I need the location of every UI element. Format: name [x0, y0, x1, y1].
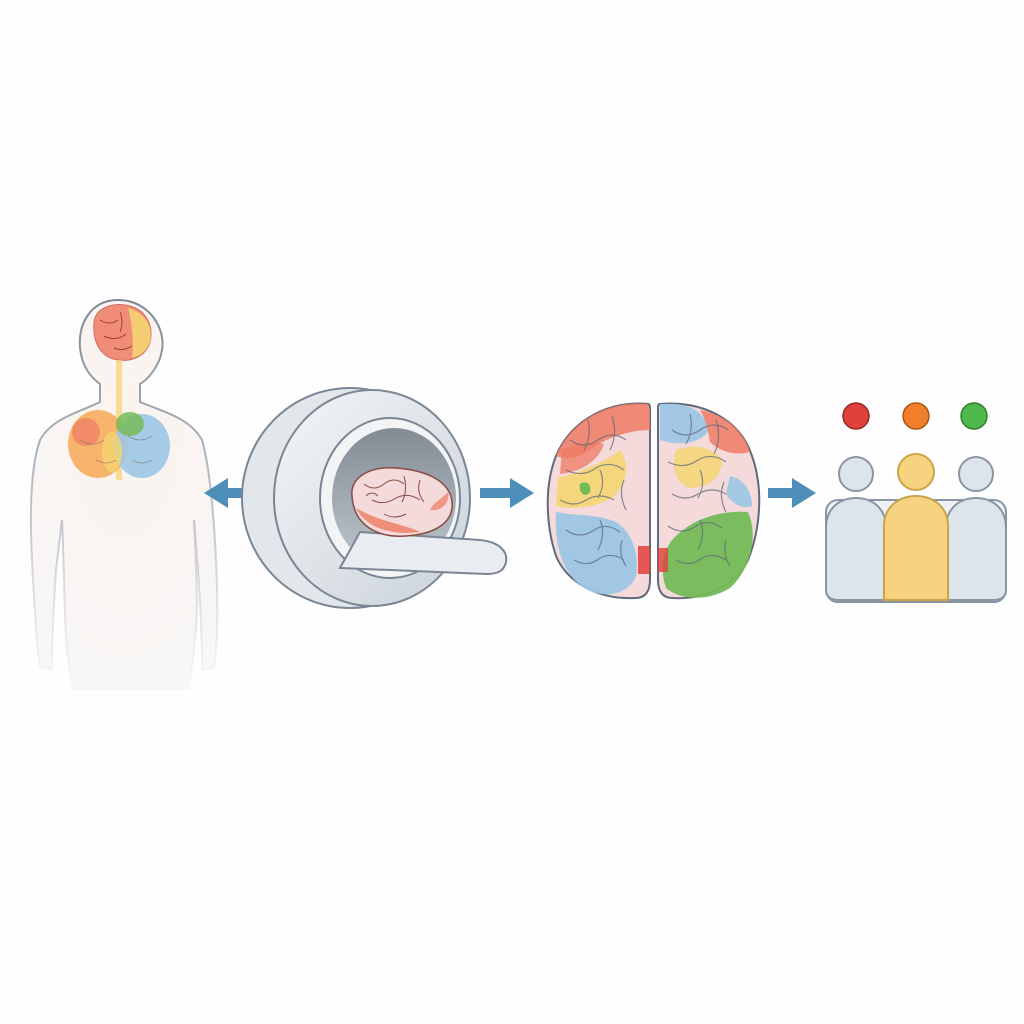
human-body-icon [29, 298, 219, 691]
group-marker-orange [902, 402, 930, 430]
region-left-red-mid [560, 442, 604, 474]
arrow-left-to-body [204, 478, 258, 508]
arrow-right-to-brain-map [480, 478, 534, 508]
brain-regions-icon [546, 402, 761, 600]
group-marker-green [960, 402, 988, 430]
people-groups-icon [825, 402, 1007, 603]
person-right [945, 456, 1007, 601]
body-outline [29, 298, 219, 691]
mri-scanner-icon [241, 387, 508, 609]
region-right-blue-mid [726, 476, 752, 508]
scanner-table [338, 530, 508, 576]
left-gyri [559, 415, 627, 567]
region-right-red [700, 410, 750, 454]
scanner-brain [351, 467, 453, 537]
region-right-yellow [673, 446, 722, 488]
right-gyri [667, 413, 731, 567]
region-right-red-base [658, 548, 668, 572]
body-chest-regions [68, 410, 170, 478]
region-right-green [662, 511, 753, 598]
region-left-blue [555, 512, 637, 595]
person-left [825, 456, 887, 601]
region-left-red-base [638, 546, 650, 574]
body-brain [93, 304, 152, 361]
person-middle [883, 453, 949, 601]
region-right-blue-top [660, 403, 708, 444]
region-left-green-dot [579, 482, 591, 495]
group-marker-red [842, 402, 870, 430]
arrow-right-to-groups [768, 478, 816, 508]
